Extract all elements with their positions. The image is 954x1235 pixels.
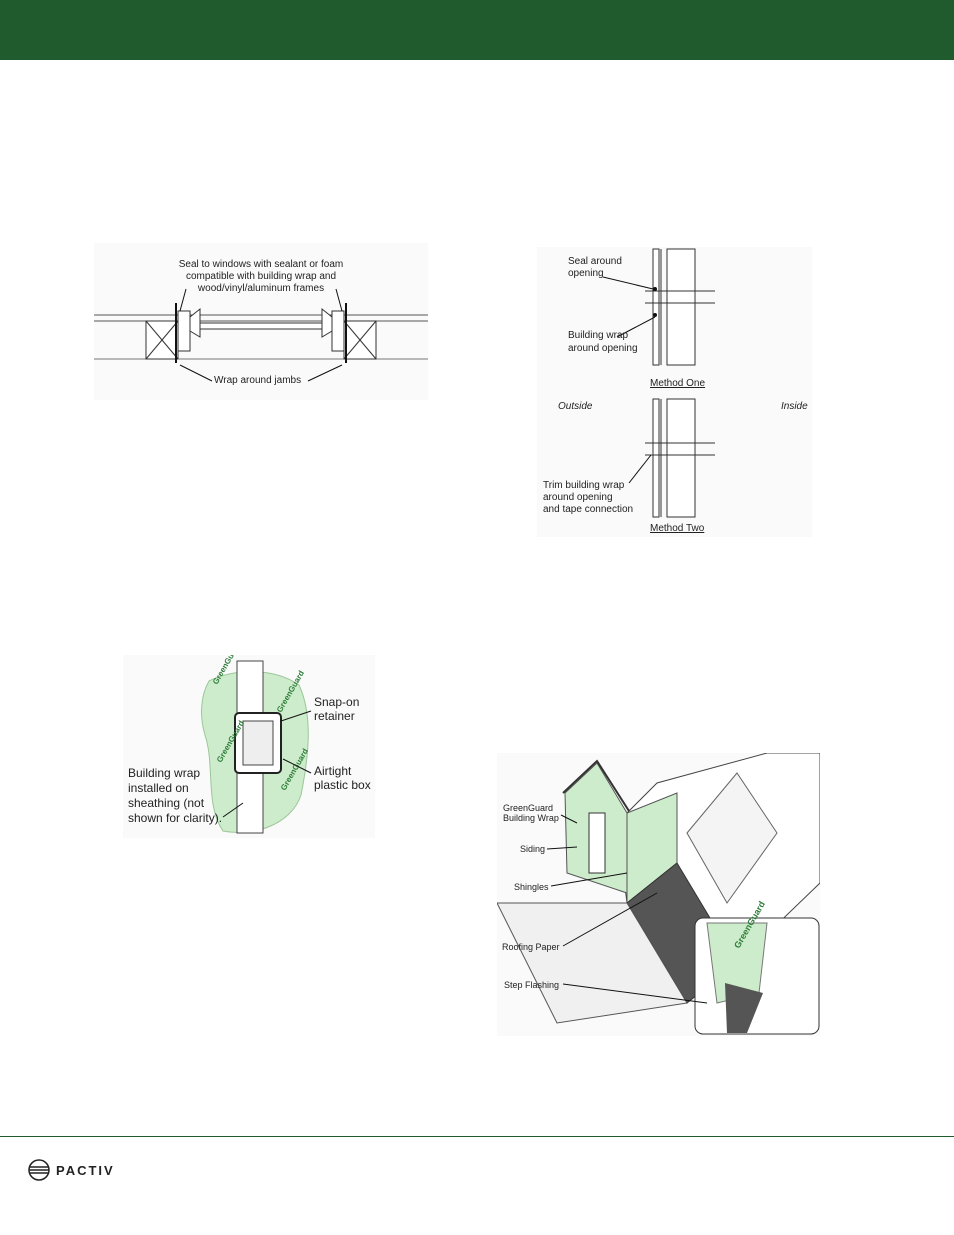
siding-label: Siding (520, 844, 546, 854)
trim-note: Trim building wrap around opening and ta… (543, 480, 633, 516)
penetration-drawing (602, 248, 715, 518)
electrical-box-drawing: GreenGuard GreenGuard GreenGuard GreenGu… (201, 655, 312, 834)
method-two-label: Method Two (650, 523, 705, 534)
footer-divider (0, 1136, 954, 1137)
roofing-paper-label: Roofing Paper (502, 942, 560, 952)
building-wrap-line: sheathing (not (128, 796, 205, 810)
wrap-jambs-label: Wrap around jambs (214, 375, 302, 386)
seal-opening-line: opening (568, 268, 604, 279)
pactiv-logo-icon (28, 1159, 50, 1181)
trim-note-line: around opening (543, 492, 613, 503)
seal-note-line: compatible with building wrap and (185, 271, 337, 282)
outside-label: Outside (558, 401, 593, 412)
snap-on-line: retainer (314, 709, 355, 723)
seal-opening-line: Seal around (568, 256, 622, 267)
dormer-figure: GreenGuard GreenGuard Building Wrap Sidi… (497, 753, 820, 1036)
greenguard-wrap-line: Building Wrap (503, 813, 559, 823)
penetration-figure: Seal around opening Building wrap around… (537, 247, 812, 537)
header-bar (0, 0, 954, 60)
airtight-label: Airtight plastic box (314, 764, 371, 792)
window-jamb-figure: Seal to windows with sealant or foam com… (94, 243, 428, 400)
airtight-line: Airtight (314, 764, 352, 778)
seal-note-line: Seal to windows with sealant or foam (178, 259, 344, 270)
building-wrap-label: Building wrap installed on sheathing (no… (128, 766, 222, 826)
electrical-box-figure: GreenGuard GreenGuard GreenGuard GreenGu… (123, 655, 375, 838)
seal-note: Seal to windows with sealant or foam com… (154, 259, 368, 295)
airtight-line: plastic box (314, 778, 371, 792)
wrap-opening-line: Building wrap (568, 330, 629, 341)
building-wrap-line: Building wrap (128, 766, 201, 780)
greenguard-wrap-line: GreenGuard (503, 803, 554, 813)
greenguard-wrap-label: GreenGuard Building Wrap (503, 803, 559, 823)
snap-on-label: Snap-on retainer (314, 695, 359, 723)
trim-note-line: and tape connection (543, 504, 634, 515)
dormer-drawing: GreenGuard (497, 753, 820, 1035)
snap-on-line: Snap-on (314, 695, 360, 709)
seal-opening-label: Seal around opening (568, 256, 622, 280)
pactiv-logo-text: PACTIV (56, 1162, 115, 1178)
method-one-label: Method One (650, 378, 706, 389)
step-flashing-label: Step Flashing (504, 980, 560, 990)
pactiv-logo: PACTIV (28, 1158, 115, 1182)
trim-note-line: Trim building wrap (543, 480, 625, 491)
inside-label: Inside (781, 401, 808, 412)
building-wrap-line: installed on (128, 781, 189, 795)
wrap-opening-line: around opening (568, 343, 638, 354)
seal-note-line: wood/vinyl/aluminum frames (197, 283, 325, 294)
shingles-label: Shingles (514, 882, 549, 892)
building-wrap-line: shown for clarity). (128, 811, 223, 825)
window-jamb-drawing (94, 288, 428, 382)
wrap-opening-label: Building wrap around opening (568, 329, 638, 355)
